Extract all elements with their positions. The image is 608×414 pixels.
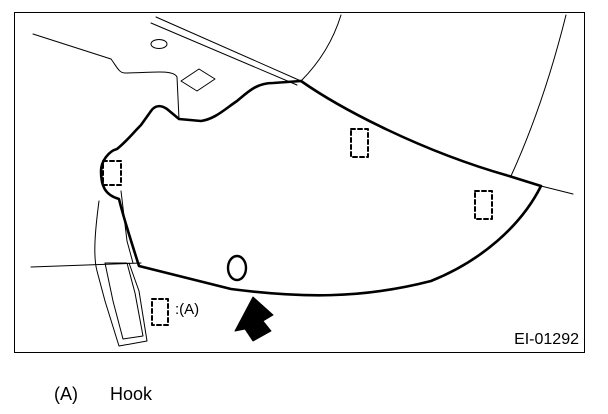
hook-marker-upper bbox=[350, 128, 369, 158]
wheel-arch-upper-line bbox=[300, 14, 342, 82]
liner-outline bbox=[99, 79, 543, 297]
upper-panel-outline bbox=[110, 58, 180, 120]
figure-frame bbox=[14, 12, 585, 353]
panel-hole bbox=[150, 39, 168, 49]
clip-hole bbox=[226, 254, 248, 282]
hook-marker-left bbox=[102, 160, 122, 186]
hook-callout-label: :(A) bbox=[175, 301, 200, 318]
hood-edge-line-1 bbox=[155, 16, 302, 82]
legend: (A) Hook bbox=[54, 383, 152, 405]
left-bracket-inner bbox=[104, 262, 144, 340]
direction-arrow-icon bbox=[234, 296, 274, 342]
lower-body-line bbox=[30, 262, 142, 268]
hook-marker-right bbox=[474, 190, 493, 220]
hood-edge-line-2 bbox=[150, 22, 298, 86]
legend-label: Hook bbox=[110, 384, 153, 404]
left-bracket-outline bbox=[94, 200, 148, 347]
bumper-line-right bbox=[540, 185, 574, 195]
legend-key: (A) bbox=[54, 384, 78, 404]
hook-marker-callout bbox=[151, 298, 169, 326]
panel-bracket bbox=[180, 68, 216, 92]
left-bracket-strip bbox=[120, 190, 134, 264]
figure-id: EI-01292 bbox=[514, 331, 579, 348]
fender-liner-drawing bbox=[30, 14, 574, 347]
fender-edge-line bbox=[510, 14, 567, 177]
upper-body-line bbox=[32, 33, 112, 60]
